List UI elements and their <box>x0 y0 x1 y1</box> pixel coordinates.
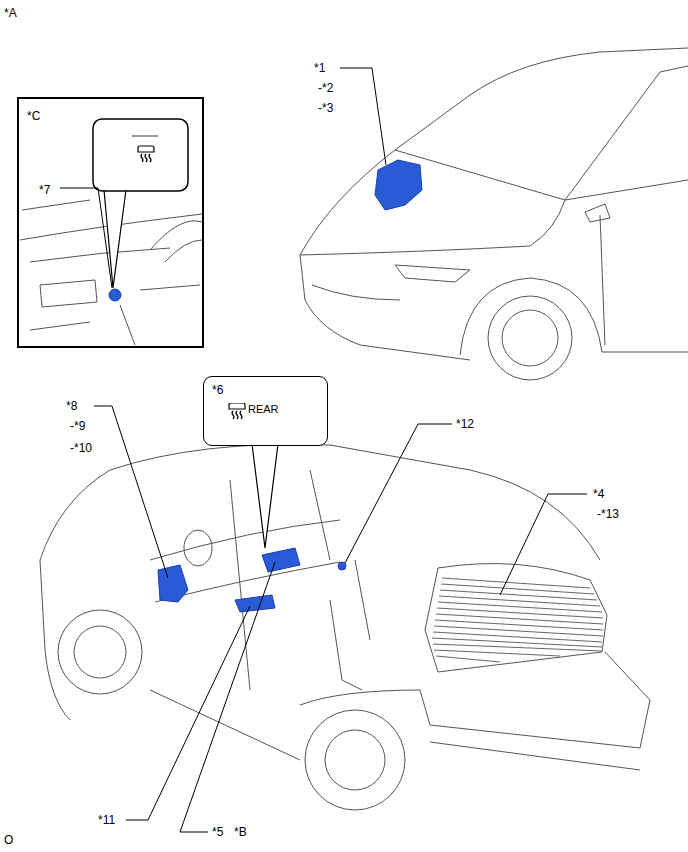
callout-number: *8 <box>66 399 77 413</box>
callout-number: -*3 <box>318 101 333 115</box>
callout-number: -*13 <box>597 507 619 521</box>
indicator <box>132 135 158 137</box>
callout-number: *11 <box>98 813 115 827</box>
icon-callout: *6REAR <box>203 376 328 446</box>
callout-number: *4 <box>593 487 604 501</box>
rear-car <box>40 444 650 810</box>
relay-block <box>375 160 422 210</box>
callout-tail <box>252 444 278 548</box>
view-label: *C <box>27 109 40 123</box>
callout-number: -*2 <box>318 81 333 95</box>
callout-number: -*9 <box>70 419 85 433</box>
junction-block <box>158 565 188 602</box>
ecu <box>235 595 275 612</box>
ac-control <box>262 548 300 572</box>
callout-number: *A <box>4 6 17 20</box>
callout-tail <box>104 190 126 288</box>
callout-number: *B <box>234 825 247 839</box>
callout-number: *1 <box>314 61 325 75</box>
callout-number: *12 <box>456 417 474 431</box>
defogger-grid <box>432 578 603 662</box>
defogger-switch <box>109 289 121 301</box>
callout-number: O <box>4 833 13 847</box>
icon-callout <box>93 119 188 191</box>
leader-lines <box>60 68 587 832</box>
sensor <box>338 562 346 570</box>
defog-icon <box>138 146 154 162</box>
front-car <box>300 48 688 380</box>
callout-text: REAR <box>248 402 279 416</box>
defog-icon <box>228 403 247 421</box>
inset-frame: *C *7 <box>17 97 204 348</box>
view-label: *6 <box>212 383 223 397</box>
callout-text: *7 <box>39 183 50 197</box>
callout-number: *5 <box>212 825 223 839</box>
callout-number: -*10 <box>70 441 92 455</box>
